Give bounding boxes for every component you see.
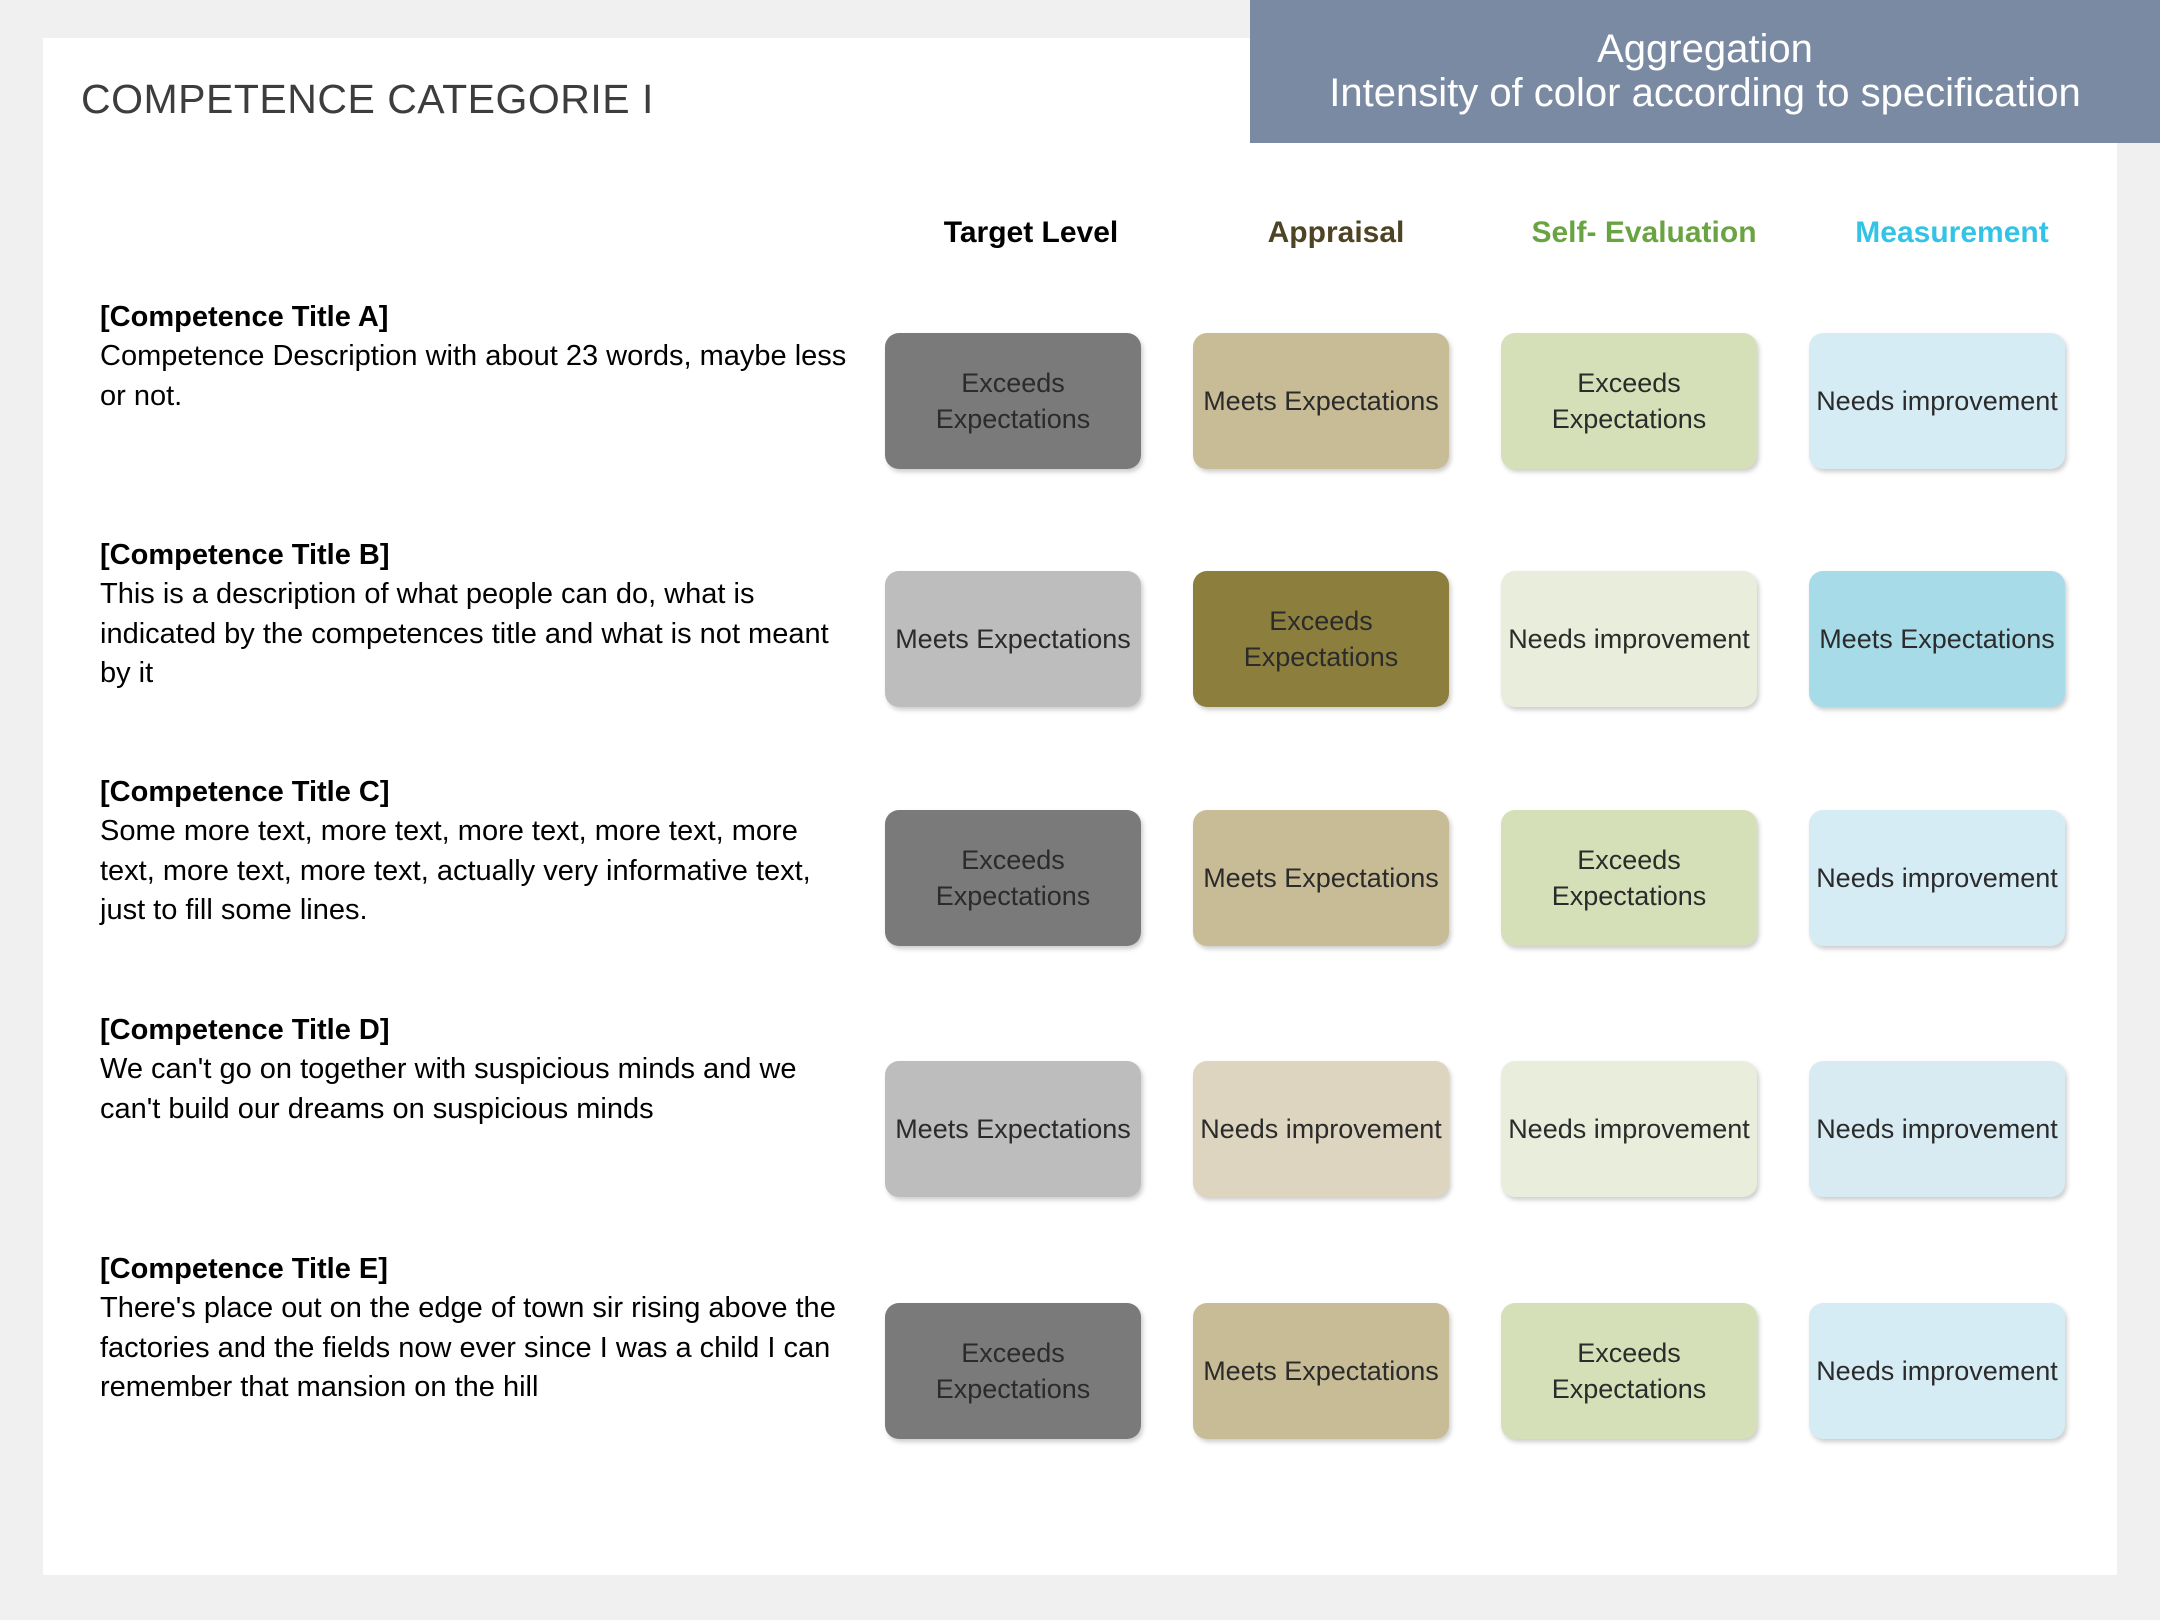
rating-box-1[interactable]: Needs improvement bbox=[1193, 1061, 1449, 1197]
rating-box-label: Needs improvement bbox=[1508, 623, 1750, 654]
aggregation-banner-subtitle: Intensity of color according to specific… bbox=[1329, 70, 2081, 115]
rating-box-group: Meets Expectations Exceeds Expectations Ne… bbox=[881, 571, 2101, 707]
rating-box-label: Exceeds Expectations bbox=[935, 844, 1091, 911]
competence-title: [Competence Title A] bbox=[100, 301, 389, 333]
rating-box-label: Exceeds Expectations bbox=[935, 1337, 1091, 1404]
rating-box-3[interactable]: Needs improvement bbox=[1809, 333, 2065, 469]
rating-box-0[interactable]: Exceeds Expectations bbox=[885, 1303, 1141, 1439]
column-header-3: Measurement bbox=[1855, 216, 2049, 249]
slide-card: COMPETENCE CATEGORIE I Target Level Appra… bbox=[43, 38, 2117, 1575]
rating-box-2[interactable]: Needs improvement bbox=[1501, 1061, 1757, 1197]
rating-box-0[interactable]: Meets Expectations bbox=[885, 1061, 1141, 1197]
rating-box-label: Exceeds Expectations bbox=[935, 367, 1091, 434]
rating-box-label: Meets Expectations bbox=[1819, 623, 2055, 654]
rating-box-label: Meets Expectations bbox=[895, 1113, 1131, 1144]
rating-box-0[interactable]: Meets Expectations bbox=[885, 571, 1141, 707]
rating-box-2[interactable]: Exceeds Expectations bbox=[1501, 1303, 1757, 1439]
rating-box-group: Exceeds Expectations Meets Expectations Ex… bbox=[881, 810, 2101, 946]
rating-box-2[interactable]: Exceeds Expectations bbox=[1501, 810, 1757, 946]
rating-box-label: Exceeds Expectations bbox=[1551, 367, 1707, 434]
rating-box-label: Exceeds Expectations bbox=[1243, 605, 1399, 672]
rating-box-label: Exceeds Expectations bbox=[1551, 1337, 1707, 1404]
competence-description: Some more text, more text, more text, mo… bbox=[100, 815, 811, 927]
competence-title: [Competence Title B] bbox=[100, 539, 390, 571]
competence-text-block: [Competence Title E] There's place out on… bbox=[100, 1250, 860, 1408]
rating-box-label: Needs improvement bbox=[1816, 385, 2058, 416]
rating-box-0[interactable]: Exceeds Expectations bbox=[885, 333, 1141, 469]
rating-box-1[interactable]: Meets Expectations bbox=[1193, 333, 1449, 469]
competence-title: [Competence Title C] bbox=[100, 776, 390, 808]
rating-box-group: Meets Expectations Needs improvement Needs… bbox=[881, 1061, 2101, 1197]
rating-box-2[interactable]: Needs improvement bbox=[1501, 571, 1757, 707]
competence-description: We can't go on together with suspicious … bbox=[100, 1053, 797, 1125]
rating-box-3[interactable]: Meets Expectations bbox=[1809, 571, 2065, 707]
competence-title: [Competence Title E] bbox=[100, 1253, 388, 1285]
competence-description: There's place out on the edge of town si… bbox=[100, 1292, 836, 1404]
rating-box-1[interactable]: Meets Expectations bbox=[1193, 810, 1449, 946]
rating-box-label: Meets Expectations bbox=[1203, 862, 1439, 893]
rating-box-label: Exceeds Expectations bbox=[1551, 844, 1707, 911]
rating-box-group: Exceeds Expectations Meets Expectations Ex… bbox=[881, 333, 2101, 469]
rating-box-label: Needs improvement bbox=[1508, 1113, 1750, 1144]
competence-text-block: [Competence Title C] Some more text, more… bbox=[100, 773, 860, 931]
page-title: COMPETENCE CATEGORIE I bbox=[81, 76, 654, 122]
column-header-0: Target Level bbox=[943, 216, 1119, 249]
rating-box-label: Needs improvement bbox=[1816, 1355, 2058, 1386]
aggregation-banner: Aggregation Intensity of color according… bbox=[1250, 0, 2160, 143]
rating-box-3[interactable]: Needs improvement bbox=[1809, 810, 2065, 946]
rating-box-label: Needs improvement bbox=[1200, 1113, 1442, 1144]
competence-text-block: [Competence Title B] This is a descriptio… bbox=[100, 536, 860, 694]
rating-box-label: Meets Expectations bbox=[1203, 385, 1439, 416]
rating-box-label: Meets Expectations bbox=[895, 623, 1131, 654]
rating-box-label: Needs improvement bbox=[1816, 1113, 2058, 1144]
column-header-1: Appraisal bbox=[1267, 216, 1405, 249]
competence-title: [Competence Title D] bbox=[100, 1014, 390, 1046]
competence-description: Competence Description with about 23 wor… bbox=[100, 340, 847, 412]
column-header-row: Target Level Appraisal Self- Evaluation Mea… bbox=[881, 216, 2101, 272]
rating-box-0[interactable]: Exceeds Expectations bbox=[885, 810, 1141, 946]
rating-box-group: Exceeds Expectations Meets Expectations Ex… bbox=[881, 1303, 2101, 1439]
aggregation-banner-title: Aggregation bbox=[1597, 27, 1813, 72]
competence-text-block: [Competence Title D] We can't go on toget… bbox=[100, 1011, 860, 1129]
rating-box-label: Needs improvement bbox=[1816, 862, 2058, 893]
rating-box-3[interactable]: Needs improvement bbox=[1809, 1061, 2065, 1197]
rating-box-2[interactable]: Exceeds Expectations bbox=[1501, 333, 1757, 469]
rating-box-label: Meets Expectations bbox=[1203, 1355, 1439, 1386]
competence-text-block: [Competence Title A] Competence Descripti… bbox=[100, 298, 860, 416]
column-header-2: Self- Evaluation bbox=[1531, 216, 1757, 249]
rating-box-1[interactable]: Meets Expectations bbox=[1193, 1303, 1449, 1439]
rating-box-1[interactable]: Exceeds Expectations bbox=[1193, 571, 1449, 707]
rating-box-3[interactable]: Needs improvement bbox=[1809, 1303, 2065, 1439]
competence-description: This is a description of what people can… bbox=[100, 578, 829, 690]
